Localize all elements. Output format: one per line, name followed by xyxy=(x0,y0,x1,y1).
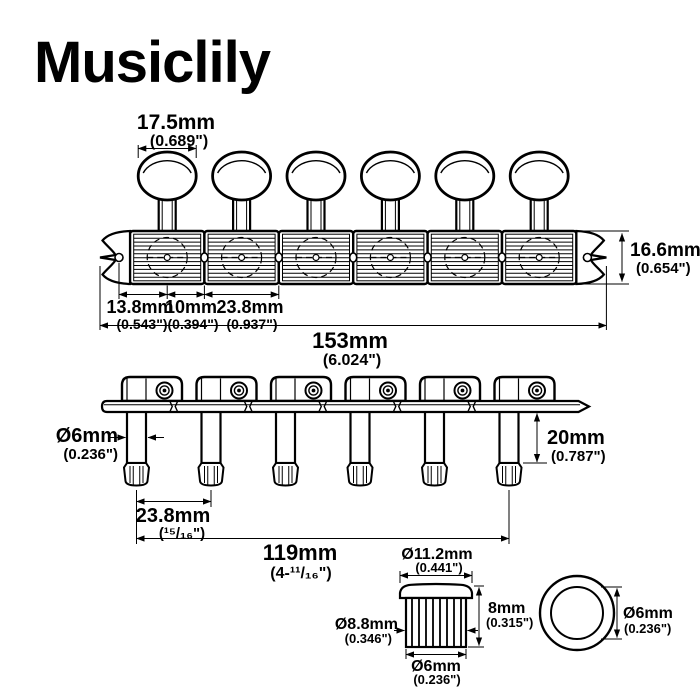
tuner-unit-front xyxy=(351,150,430,286)
plate-joints xyxy=(169,400,477,413)
dim-label: 16.6mm xyxy=(630,240,700,261)
dim-label: (6.024") xyxy=(323,352,381,369)
dim-plate-height: 16.6mm (0.654") xyxy=(580,230,700,285)
dim-post-diameter: Ø6mm (0.236") xyxy=(56,425,164,463)
dim-label: (0.689") xyxy=(150,133,208,150)
dim-bushing-body: Ø8.8mm (0.346") xyxy=(335,616,478,646)
bushing-body xyxy=(404,596,468,649)
dim-label: Ø6mm xyxy=(56,425,118,447)
mounting-plate xyxy=(100,399,592,414)
dim-mount-span: 119mm (4-¹¹/₁₆") xyxy=(136,490,510,582)
dim-bushing-head: Ø11.2mm (0.441") xyxy=(399,546,473,583)
tuner-unit-rear xyxy=(269,375,333,487)
dim-bushing-bore: Ø6mm (0.236") xyxy=(405,649,467,687)
dim-button-width: 17.5mm (0.689") xyxy=(137,111,215,158)
dim-label: (4-¹¹/₁₆") xyxy=(270,565,331,582)
tuner-unit-rear xyxy=(344,375,407,487)
rear-view: Ø6mm (0.236") 20mm (0.787") 23.8mm (¹⁵/₁… xyxy=(56,375,606,582)
tuner-unit-front xyxy=(203,150,281,286)
dim-label: Ø6mm xyxy=(411,658,461,675)
dim-label: 17.5mm xyxy=(137,111,215,134)
tuner-unit-front xyxy=(128,150,206,286)
dim-label: (0.236") xyxy=(624,621,671,636)
plate-end-left xyxy=(98,229,132,286)
bushing-knurling xyxy=(411,599,462,646)
tuner-unit-rear xyxy=(418,375,482,487)
dim-post-height: 20mm (0.787") xyxy=(523,413,606,465)
dim-label: Ø8.8mm xyxy=(335,616,398,633)
dim-label: (0.236") xyxy=(413,672,460,687)
dim-label: Ø11.2mm xyxy=(401,546,472,563)
dim-washer-bore: Ø6mm (0.236") xyxy=(601,586,673,640)
dim-label: (0.315") xyxy=(486,615,533,630)
tuner-unit-front xyxy=(426,150,504,286)
dim-bushing-height: 8mm (0.315") xyxy=(468,585,533,648)
dim-label: (0.937") xyxy=(227,316,278,332)
dim-label: 153mm xyxy=(312,328,388,353)
brand-logo: Musiclily xyxy=(34,30,271,95)
dim-label: (0.236") xyxy=(63,446,118,463)
tuner-unit-front xyxy=(500,150,578,286)
bushing-head xyxy=(398,582,474,600)
dim-label: (0.543") xyxy=(117,316,168,332)
tuner-unit-front xyxy=(277,150,355,286)
dim-label: 20mm xyxy=(547,427,605,449)
dim-label: Ø6mm xyxy=(623,605,673,622)
dim-label: (0.787") xyxy=(551,448,606,465)
dim-label: (0.654") xyxy=(636,260,691,277)
dim-label: (0.441") xyxy=(415,560,462,575)
plate-joint-holes xyxy=(200,252,507,263)
dim-label: (0.346") xyxy=(345,631,392,646)
dim-post-spacing: 23.8mm (¹⁵/₁₆") xyxy=(136,490,212,544)
washer-inner xyxy=(550,586,604,640)
front-view: 17.5mm (0.689") 16.6mm (0.654") 13.8mm (… xyxy=(98,111,700,369)
dim-label: 8mm xyxy=(488,600,525,617)
dim-label: 23.8mm xyxy=(216,297,283,317)
dim-label: 10mm xyxy=(165,297,217,317)
dim-label: (0.394") xyxy=(168,316,219,332)
bushing-detail: Ø11.2mm (0.441") 8mm (0.315") Ø8.8mm (0.… xyxy=(335,546,534,687)
tuner-unit-rear xyxy=(120,375,184,487)
dim-label: 23.8mm xyxy=(136,505,211,527)
tuner-unit-rear xyxy=(493,375,556,487)
dim-label: 119mm xyxy=(263,540,338,565)
washer-detail: Ø6mm (0.236") xyxy=(538,574,673,652)
dim-total-length: 153mm (6.024") xyxy=(99,266,607,369)
dim-label: 13.8mm xyxy=(106,297,173,317)
plate-end-right xyxy=(575,229,608,286)
dim-label: (¹⁵/₁₆") xyxy=(159,525,205,542)
tuner-unit-rear xyxy=(195,375,258,487)
